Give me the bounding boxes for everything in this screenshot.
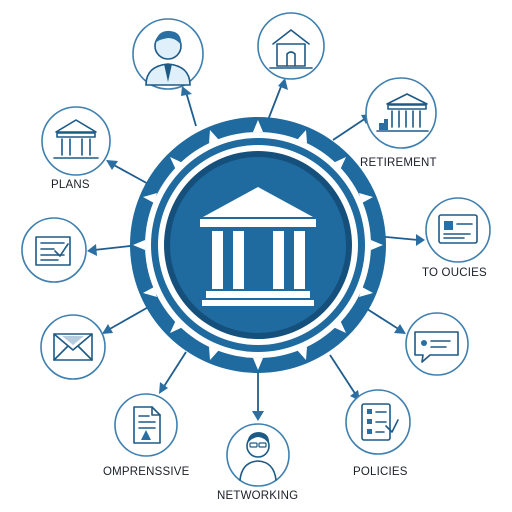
central-hub [130, 117, 386, 373]
label-retirement: RETIREMENT [360, 157, 437, 169]
person-headset-icon [239, 432, 277, 481]
label-plans: PLANS [51, 179, 90, 191]
node-mail [40, 314, 106, 380]
checklist-icon [361, 403, 399, 441]
id-card-icon [438, 214, 478, 244]
label-policies: POLICIES [353, 466, 408, 478]
node-policies [345, 389, 411, 455]
house-icon [269, 29, 313, 69]
label-comprehensive: OMPRENSSIVE [103, 466, 190, 478]
node-person-top [132, 18, 204, 90]
node-form [21, 217, 87, 283]
node-house [257, 12, 325, 80]
node-networking [226, 423, 290, 487]
businessman-icon [145, 30, 191, 86]
node-plans [41, 106, 111, 176]
node-policies-right [425, 197, 491, 263]
bank-building-icon [200, 187, 316, 306]
chat-bubble-icon [414, 331, 459, 363]
envelope-icon [53, 333, 93, 361]
node-comprehensive [114, 393, 178, 457]
node-retirement [365, 77, 437, 149]
document-warning-icon [133, 406, 161, 444]
node-message [405, 312, 469, 376]
label-policies-right: TO OUCIES [422, 267, 487, 279]
label-networking: NETWORKING [217, 490, 298, 502]
bank-chart-icon [376, 93, 429, 132]
form-check-icon [35, 236, 71, 266]
bank-icon [53, 119, 99, 159]
